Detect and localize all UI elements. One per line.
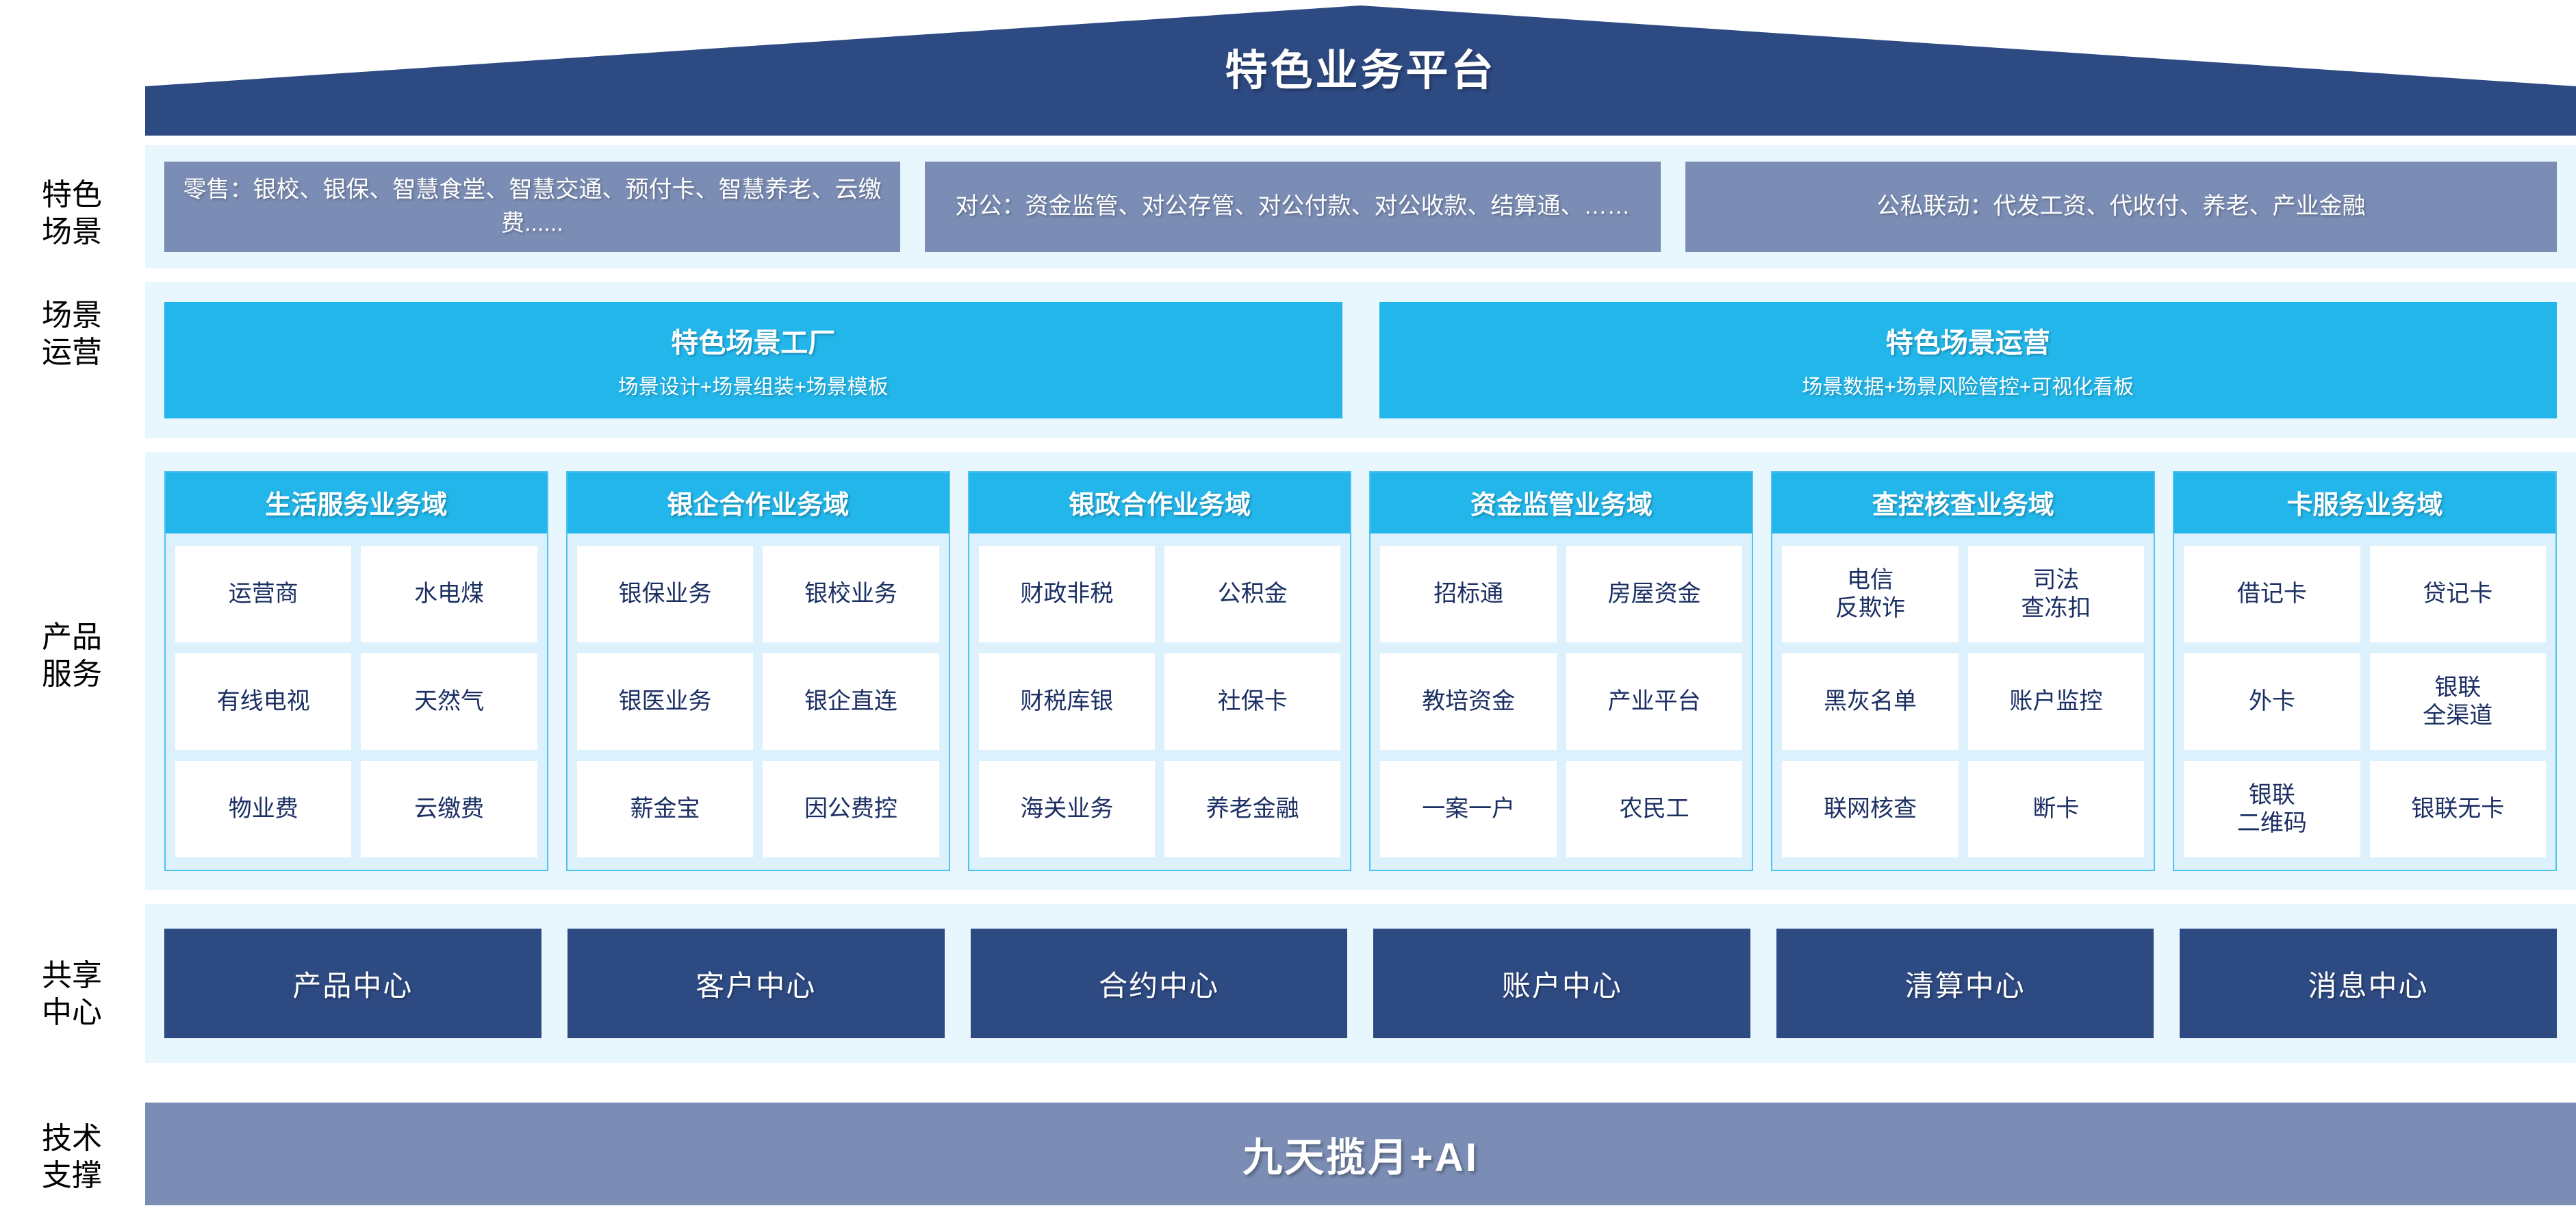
scenario-box-retail[interactable]: 零售：银校、银保、智慧食堂、智慧交通、预付卡、智慧养老、云缴费......: [164, 162, 900, 252]
domain-title: 银政合作业务域: [969, 473, 1351, 533]
domain-title: 生活服务业务域: [166, 473, 547, 533]
row-label-operations: 场景 运营: [42, 299, 102, 369]
domain-item[interactable]: 运营商: [175, 546, 352, 642]
domain-item[interactable]: 招标通: [1380, 546, 1557, 642]
shared-center-box[interactable]: 客户中心: [567, 929, 945, 1038]
scenario-box-corporate[interactable]: 对公：资金监管、对公存管、对公付款、对公收款、结算通、……: [925, 162, 1661, 252]
domain-item-grid: 财政非税公积金财税库银社保卡海关业务养老金融: [969, 533, 1351, 870]
operations-band: 特色场景工厂 场景设计+场景组装+场景模板 特色场景运营 场景数据+场景风险管控…: [145, 282, 2576, 438]
product-domain-2: 银企合作业务域银保业务银校业务银医业务银企直连薪金宝因公费控: [565, 471, 950, 871]
operations-operations-title: 特色场景运营: [1885, 328, 2050, 358]
domain-item-grid: 借记卡贷记卡外卡银联 全渠道银联 二维码银联无卡: [2174, 533, 2555, 870]
domain-item[interactable]: 农民工: [1566, 761, 1743, 857]
product-domain-3: 银政合作业务域财政非税公积金财税库银社保卡海关业务养老金融: [967, 471, 1352, 871]
scenarios-band: 零售：银校、银保、智慧食堂、智慧交通、预付卡、智慧养老、云缴费...... 对公…: [145, 145, 2576, 268]
centers-band: 产品中心客户中心合约中心账户中心清算中心消息中心: [145, 904, 2576, 1063]
products-band: 生活服务业务域运营商水电煤有线电视天然气物业费云缴费银企合作业务域银保业务银校业…: [145, 452, 2576, 890]
domain-item[interactable]: 借记卡: [2184, 546, 2360, 642]
domain-item[interactable]: 一案一户: [1380, 761, 1557, 857]
scenario-box-public-private[interactable]: 公私联动：代发工资、代收付、养老、产业金融: [1685, 162, 2557, 252]
domain-item[interactable]: 银保业务: [576, 546, 754, 642]
domain-item[interactable]: 司法 查冻扣: [1967, 546, 2145, 642]
shared-center-box[interactable]: 产品中心: [164, 929, 541, 1038]
operations-box-operations[interactable]: 特色场景运营 场景数据+场景风险管控+可视化看板: [1379, 302, 2557, 418]
domain-item[interactable]: 财政非税: [978, 546, 1156, 642]
domain-item[interactable]: 云缴费: [361, 761, 537, 857]
domain-title: 银企合作业务域: [567, 473, 949, 533]
domain-item[interactable]: 水电煤: [361, 546, 537, 642]
platform-roof: 特色业务平台: [145, 5, 2576, 136]
domain-item[interactable]: 断卡: [1967, 761, 2145, 857]
page-title: 特色业务平台: [1225, 47, 1496, 95]
domain-item[interactable]: 产业平台: [1566, 653, 1743, 750]
domain-item[interactable]: 账户监控: [1967, 653, 2145, 750]
tech-support-bar[interactable]: 九天揽月+AI: [145, 1103, 2576, 1205]
domain-item[interactable]: 外卡: [2184, 653, 2360, 750]
row-label-products: 产品 服务: [42, 620, 102, 691]
shared-center-box[interactable]: 消息中心: [2180, 929, 2557, 1038]
domain-item[interactable]: 黑灰名单: [1782, 653, 1959, 750]
domain-item-grid: 银保业务银校业务银医业务银企直连薪金宝因公费控: [568, 533, 949, 870]
domain-item[interactable]: 银校业务: [763, 546, 939, 642]
product-domain-5: 查控核查业务域电信 反欺诈司法 查冻扣黑灰名单账户监控联网核查断卡: [1771, 471, 2156, 871]
domain-item[interactable]: 教培资金: [1380, 653, 1557, 750]
roof-shape-icon: [145, 5, 2576, 136]
domain-item[interactable]: 房屋资金: [1566, 546, 1743, 642]
domain-item[interactable]: 公积金: [1164, 546, 1341, 642]
domain-item[interactable]: 联网核查: [1782, 761, 1959, 857]
domain-item-grid: 招标通房屋资金教培资金产业平台一案一户农民工: [1370, 533, 1752, 870]
domain-title: 卡服务业务域: [2174, 473, 2555, 533]
domain-item[interactable]: 海关业务: [978, 761, 1156, 857]
domain-item[interactable]: 社保卡: [1164, 653, 1341, 750]
operations-factory-title: 特色场景工厂: [671, 328, 836, 358]
domain-item[interactable]: 财税库银: [978, 653, 1156, 750]
row-label-tech: 技术 支撑: [42, 1122, 102, 1192]
domain-item[interactable]: 因公费控: [763, 761, 939, 857]
shared-center-box[interactable]: 账户中心: [1373, 929, 1751, 1038]
domain-item[interactable]: 薪金宝: [576, 761, 754, 857]
product-domain-4: 资金监管业务域招标通房屋资金教培资金产业平台一案一户农民工: [1369, 471, 1754, 871]
domain-item-grid: 电信 反欺诈司法 查冻扣黑灰名单账户监控联网核查断卡: [1772, 533, 2154, 870]
domain-item[interactable]: 银医业务: [576, 653, 754, 750]
domain-item[interactable]: 银企直连: [763, 653, 939, 750]
domain-item[interactable]: 电信 反欺诈: [1782, 546, 1959, 642]
domain-item[interactable]: 银联 全渠道: [2369, 653, 2546, 750]
domain-item[interactable]: 贷记卡: [2369, 546, 2546, 642]
domain-title: 查控核查业务域: [1772, 473, 2154, 533]
shared-center-box[interactable]: 清算中心: [1776, 929, 2154, 1038]
domain-title: 资金监管业务域: [1370, 473, 1752, 533]
shared-center-box[interactable]: 合约中心: [970, 929, 1348, 1038]
domain-item-grid: 运营商水电煤有线电视天然气物业费云缴费: [166, 533, 547, 870]
domain-item[interactable]: 物业费: [175, 761, 352, 857]
operations-box-factory[interactable]: 特色场景工厂 场景设计+场景组装+场景模板: [164, 302, 1342, 418]
row-label-centers: 共享 中心: [42, 959, 102, 1029]
domain-item[interactable]: 天然气: [361, 653, 537, 750]
operations-factory-subtitle: 场景设计+场景组装+场景模板: [617, 376, 889, 399]
row-label-scenarios: 特色 场景: [42, 178, 102, 249]
domain-item[interactable]: 银联无卡: [2369, 761, 2546, 857]
domain-item[interactable]: 银联 二维码: [2184, 761, 2360, 857]
domain-item[interactable]: 养老金融: [1164, 761, 1341, 857]
product-domain-1: 生活服务业务域运营商水电煤有线电视天然气物业费云缴费: [164, 471, 548, 871]
product-domain-6: 卡服务业务域借记卡贷记卡外卡银联 全渠道银联 二维码银联无卡: [2173, 471, 2557, 871]
domain-item[interactable]: 有线电视: [175, 653, 352, 750]
operations-operations-subtitle: 场景数据+场景风险管控+可视化看板: [1802, 376, 2134, 399]
